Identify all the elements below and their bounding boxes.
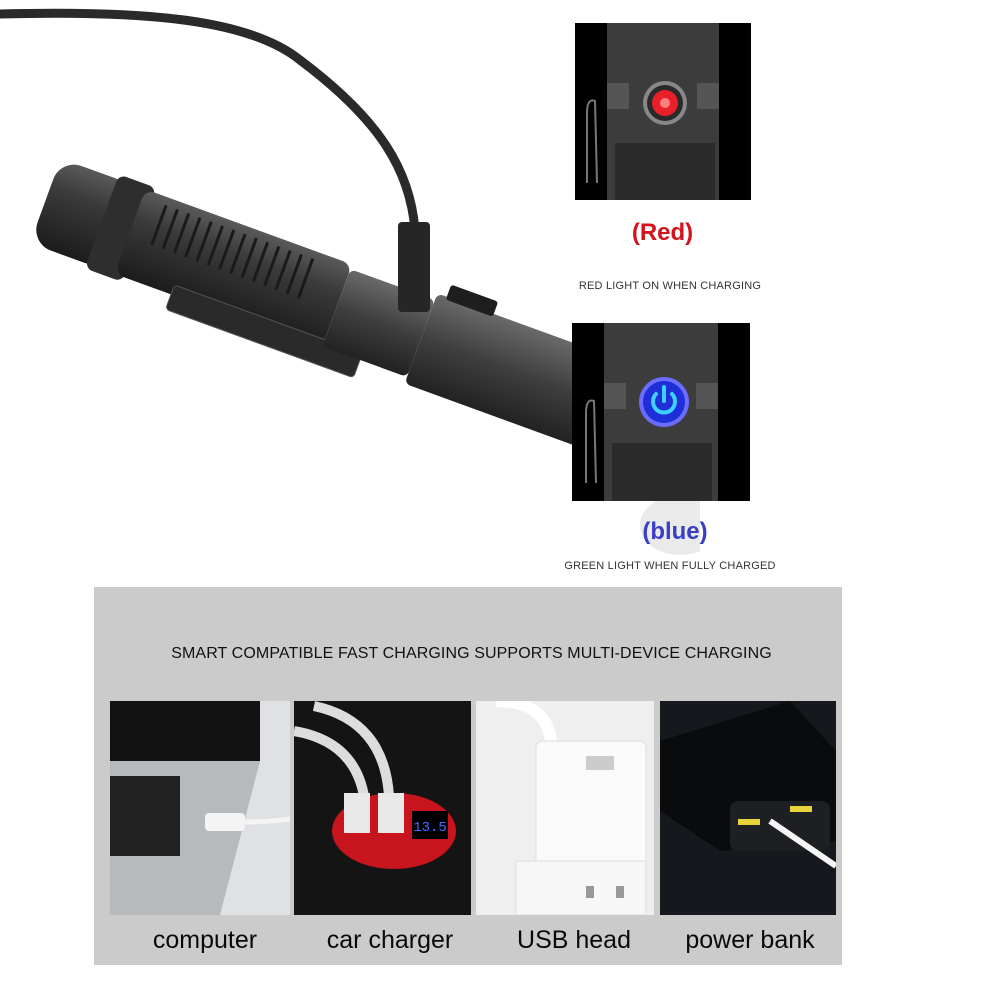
device-label-usb-head: USB head	[517, 926, 631, 954]
charging-indicator-photo	[575, 23, 751, 200]
charging-description: RED LIGHT ON WHEN CHARGING	[578, 280, 762, 292]
charged-indicator-photo	[572, 323, 750, 501]
compatibility-title: SMART COMPATIBLE FAST CHARGING SUPPORTS …	[171, 645, 772, 662]
svg-text:13.5: 13.5	[413, 820, 447, 836]
car-charger-photo: 13.5	[294, 701, 471, 915]
device-label-car-charger: car charger	[326, 926, 454, 954]
charging-color-label: (Red)	[631, 219, 694, 246]
charged-description: GREEN LIGHT WHEN FULLY CHARGED	[564, 560, 776, 572]
power-icon	[651, 392, 677, 415]
device-label-power-bank: power bank	[685, 926, 815, 954]
charged-color-label: (blue)	[642, 518, 708, 545]
usb-plug	[398, 222, 430, 312]
device-label-computer: computer	[152, 926, 258, 954]
usb-cable	[0, 8, 420, 235]
computer-photo	[110, 701, 290, 915]
power-bank-photo	[660, 701, 836, 915]
usb-head-photo	[476, 701, 654, 915]
